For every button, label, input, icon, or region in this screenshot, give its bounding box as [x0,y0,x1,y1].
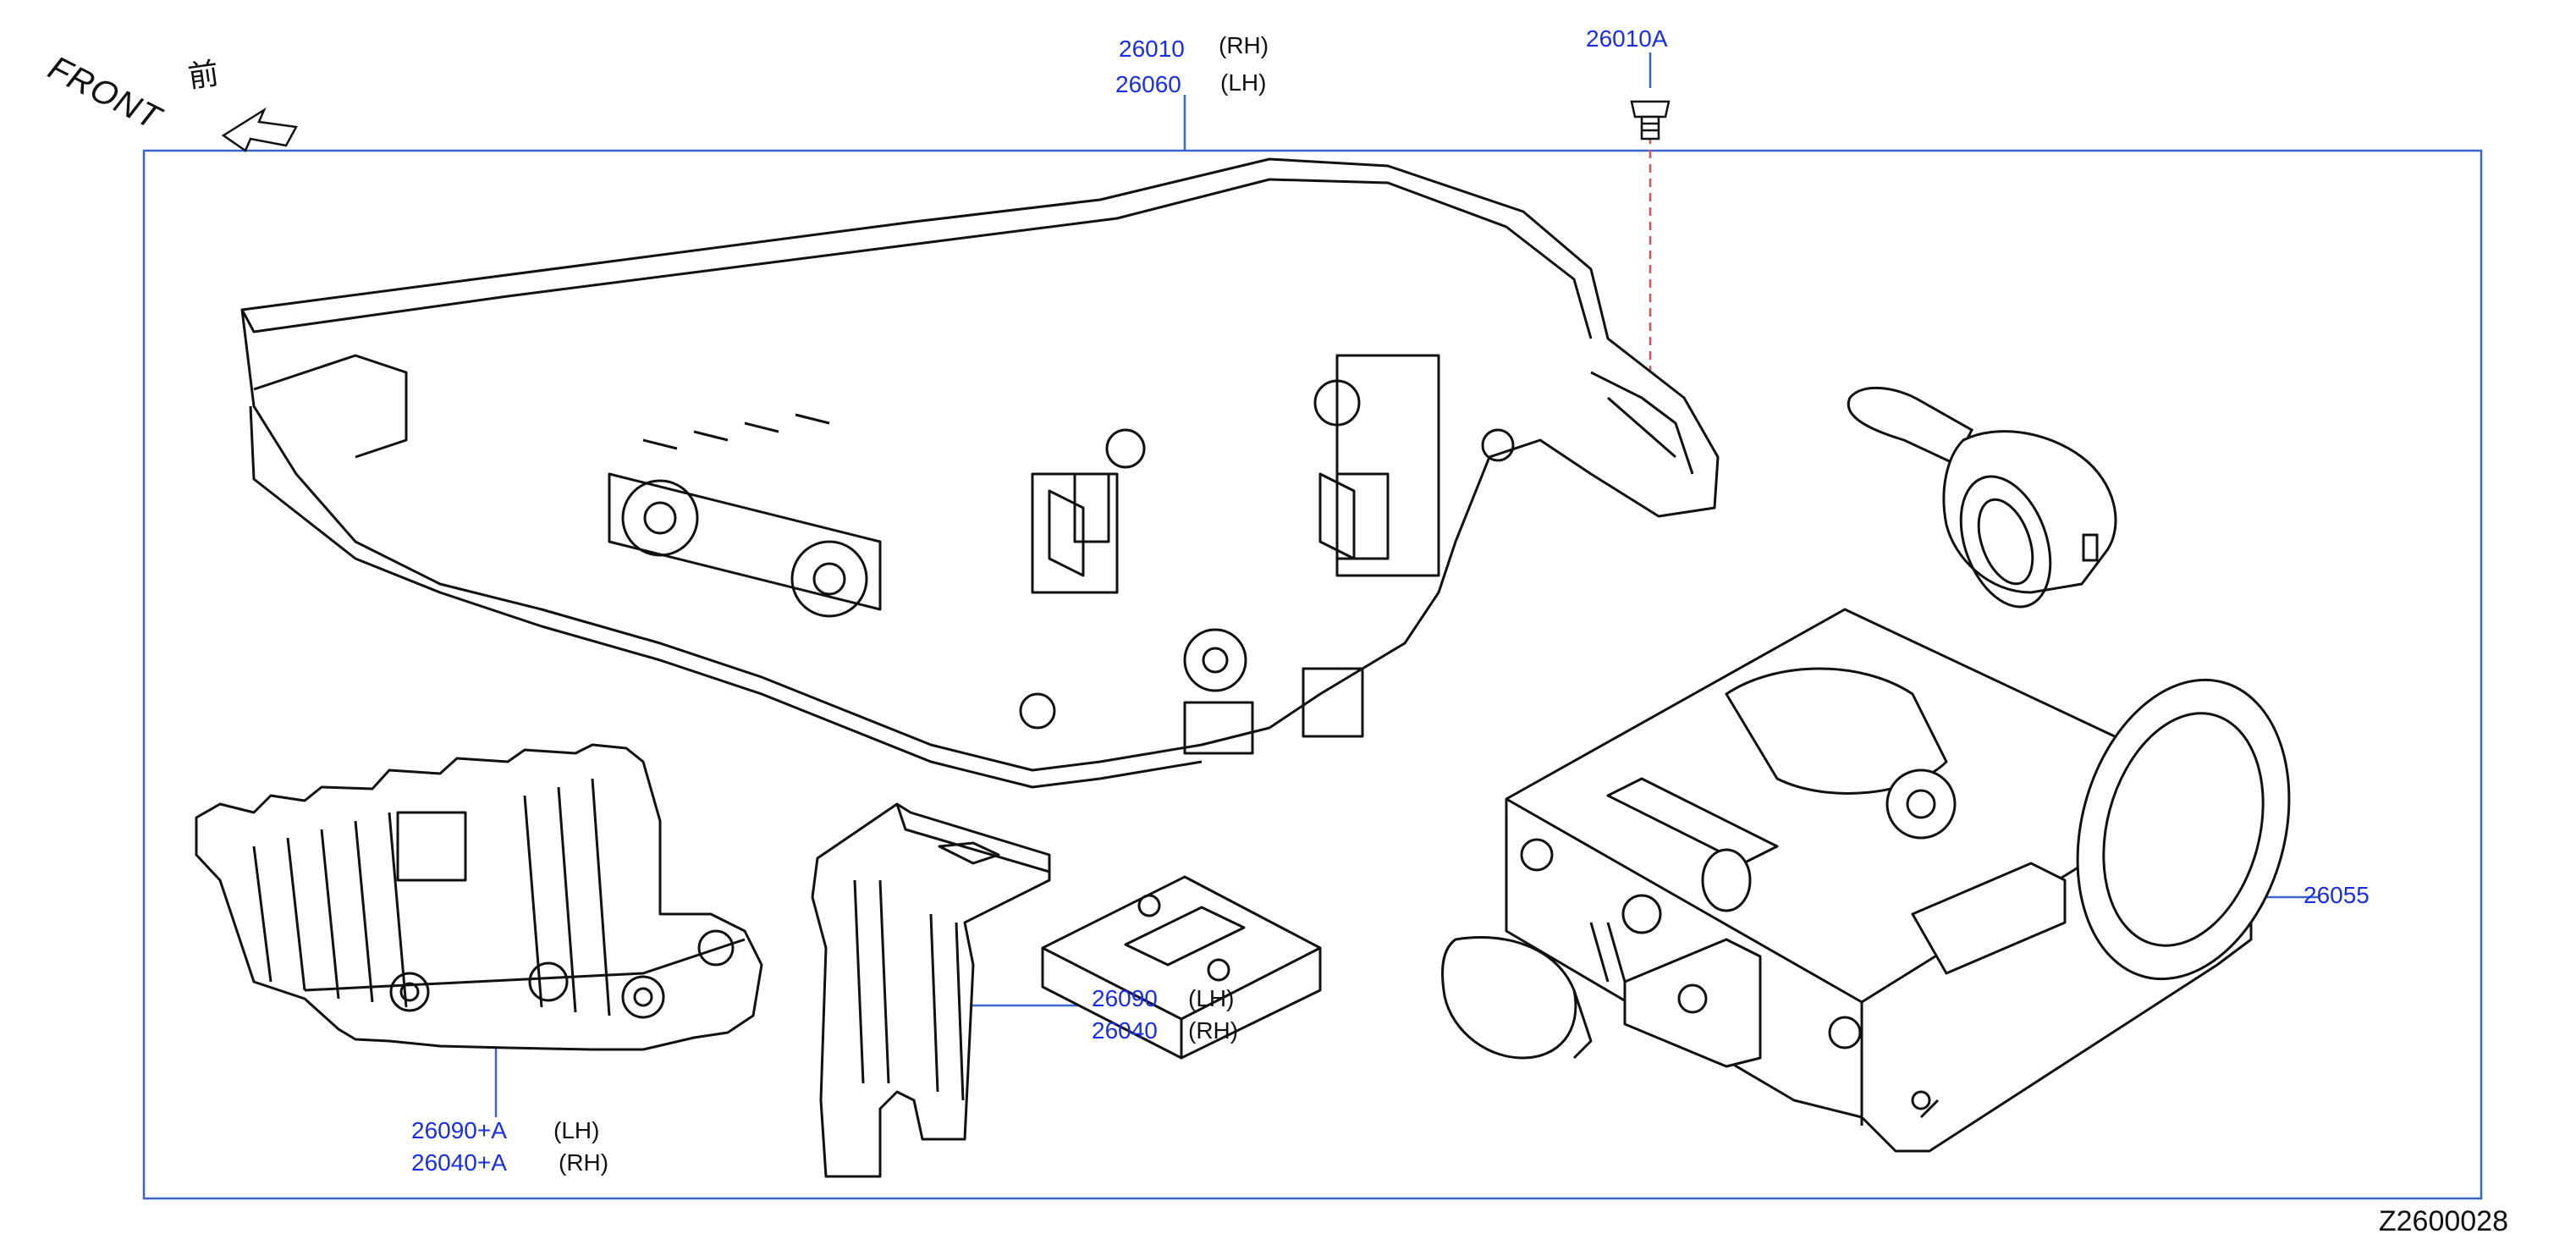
side-label-cover-lh: (LH) [553,1117,600,1143]
bulb-socket-assembly[interactable] [1441,608,2321,1153]
diagram-frame [142,149,2483,1200]
headlamp-assembly[interactable] [240,157,1720,789]
part-number-bracket-lh[interactable]: 26090 [1092,985,1158,1011]
part-number-headlamp-rh[interactable]: 26010 [1119,36,1185,62]
part-number-bulb-socket[interactable]: 26055 [2304,882,2370,908]
bulb-icon[interactable] [1847,386,2117,619]
side-label-cover-rh: (RH) [559,1149,609,1176]
bracket-vertical[interactable] [811,802,1051,1178]
screw-icon[interactable] [1630,100,1671,140]
bracket-flat[interactable] [1041,875,1322,1060]
leader-lines [494,52,2319,1117]
part-number-cover-rh[interactable]: 26040+A [411,1149,507,1176]
side-label-headlamp-rh: (RH) [1219,32,1269,58]
part-number-headlamp-lh[interactable]: 26060 [1115,71,1181,97]
drawing-number: Z2600028 [2378,1205,2508,1237]
lower-cover[interactable] [195,743,763,1051]
part-number-bracket-rh[interactable]: 26040 [1092,1017,1158,1044]
side-label-bracket-rh: (RH) [1188,1017,1239,1044]
side-label-headlamp-lh: (LH) [1220,69,1267,96]
side-label-bracket-lh: (LH) [1188,985,1235,1011]
front-arrow-icon [221,107,298,152]
front-kanji: 前 [185,55,222,95]
part-number-cover-lh[interactable]: 26090+A [411,1117,507,1143]
part-number-screw[interactable]: 26010A [1586,25,1668,52]
